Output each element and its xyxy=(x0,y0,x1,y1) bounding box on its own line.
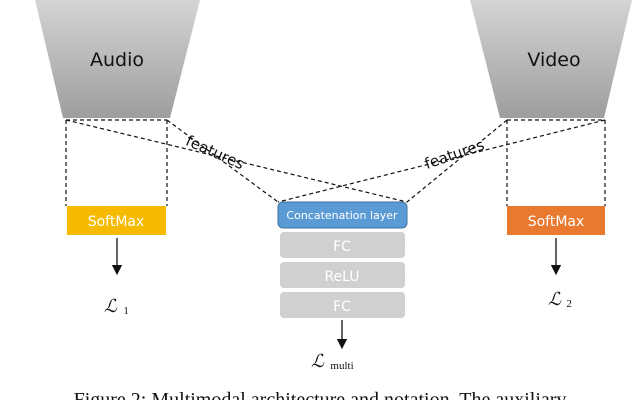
video-encoder xyxy=(470,0,632,118)
video-loss-subscript: 2 xyxy=(566,298,572,310)
concat-right-from-video-dashed-line xyxy=(406,119,508,203)
audio-loss-symbol: ℒ xyxy=(104,296,118,316)
concatenation-layer-label: Concatenation layer xyxy=(286,209,398,222)
feature-connectors xyxy=(65,119,606,206)
audio-loss-label: ℒ 1 xyxy=(104,296,129,317)
fc-layer-2-label: FC xyxy=(333,299,351,315)
relu-layer-box xyxy=(280,262,405,288)
audio-loss-subscript: 1 xyxy=(123,305,129,317)
relu-layer-label: ReLU xyxy=(324,269,359,285)
video-loss-label: ℒ 2 xyxy=(548,289,572,310)
video-encoder-label: Video xyxy=(527,49,580,71)
multi-loss-symbol: ℒ xyxy=(311,351,325,371)
features-label-right: features xyxy=(422,136,487,173)
video-loss-symbol: ℒ xyxy=(548,289,562,309)
video-softmax-label: SoftMax xyxy=(528,214,585,230)
concat-left-from-audio-dashed-line xyxy=(166,119,279,203)
multi-loss-label: ℒ multi xyxy=(311,351,354,372)
audio-encoder xyxy=(35,0,200,118)
audio-softmax-label: SoftMax xyxy=(88,214,145,230)
multi-loss-subscript: multi xyxy=(330,360,353,372)
audio-to-concat-dashed-line xyxy=(65,119,408,203)
fc-layer-1-box xyxy=(280,232,405,258)
concatenation-layer-box xyxy=(277,201,408,229)
features-label-left: features xyxy=(183,132,247,174)
fc-layer-2-box xyxy=(280,292,405,318)
figure-caption: Figure 2: Multimodal architecture and no… xyxy=(74,389,567,400)
fc-layer-1-label: FC xyxy=(333,239,351,255)
audio-softmax-box xyxy=(67,206,166,235)
video-softmax-box xyxy=(507,206,605,235)
video-to-concat-dashed-line xyxy=(277,119,606,203)
audio-encoder-label: Audio xyxy=(90,49,144,71)
